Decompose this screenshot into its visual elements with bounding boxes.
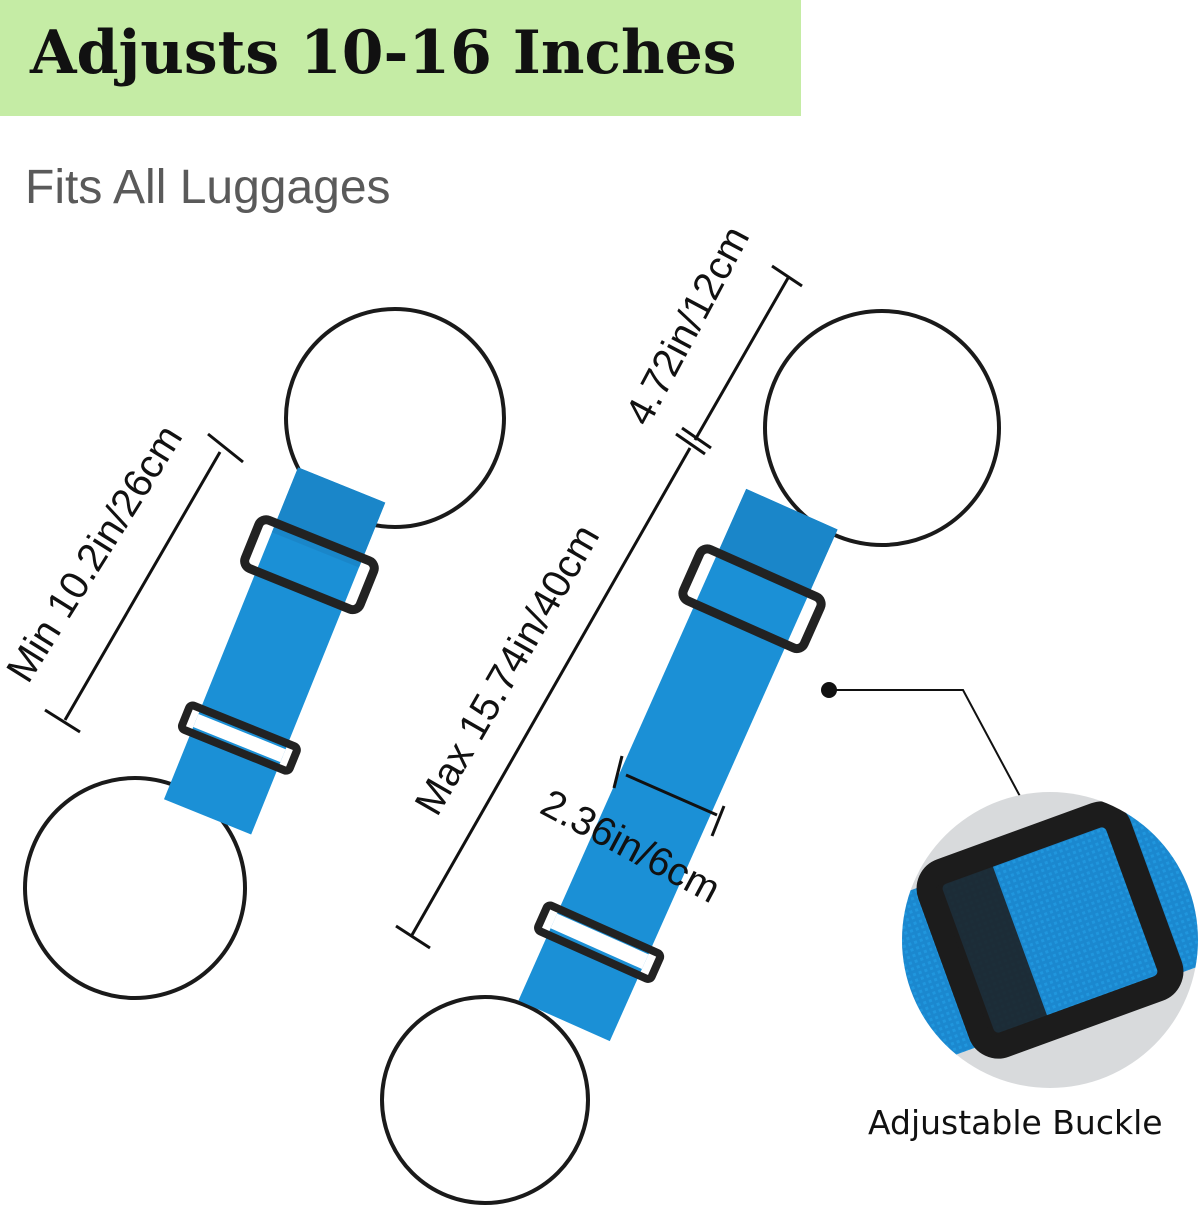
buckle-caption: Adjustable Buckle bbox=[868, 1103, 1163, 1142]
max-length-label: Max 15.74in/40cm bbox=[407, 517, 609, 822]
strap-short-gap bbox=[193, 713, 286, 763]
strap-long-band bbox=[518, 488, 838, 1042]
buckle-closeup bbox=[902, 792, 1198, 1088]
buckle-callout bbox=[821, 682, 1198, 1088]
strap-long-end-buckle bbox=[534, 901, 665, 983]
strap-short-slider-buckle bbox=[240, 515, 379, 615]
page-title: Adjusts 10-16 Inches bbox=[30, 18, 737, 88]
strap-long-gap bbox=[550, 913, 649, 969]
strap-short-bottom-loop bbox=[23, 776, 247, 1000]
strap-short-end-buckle bbox=[177, 701, 301, 775]
strap-long: Max 15.74in/40cm 4.72in/12cm 2.36in/6cm bbox=[380, 219, 1001, 1205]
strap-short-top-loop bbox=[284, 307, 506, 529]
loop-length-label: 4.72in/12cm bbox=[617, 219, 758, 432]
strap-long-top-loop bbox=[763, 309, 1001, 547]
header-band bbox=[0, 0, 801, 116]
strap-long-slider-buckle bbox=[678, 544, 826, 654]
strap-short: Min 10.2in/26cm bbox=[0, 307, 506, 1000]
strap-long-bottom-loop bbox=[380, 995, 590, 1205]
page-subtitle: Fits All Luggages bbox=[25, 161, 391, 214]
